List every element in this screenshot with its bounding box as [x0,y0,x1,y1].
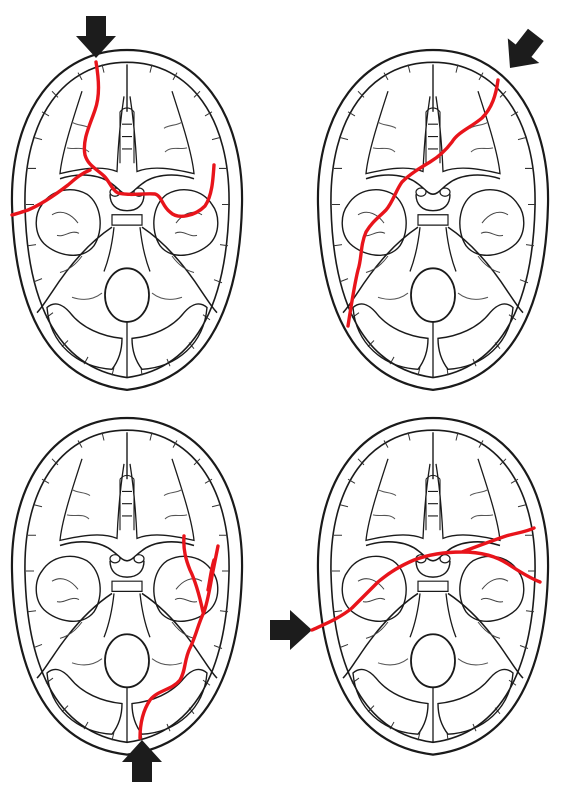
impact-arrow-icon [494,23,551,81]
impact-arrow-icon [270,610,312,650]
panel-bottom-left [12,418,242,782]
panel-top-right [318,23,552,390]
panel-bottom-right [270,418,548,755]
panel-top-left [12,16,242,390]
